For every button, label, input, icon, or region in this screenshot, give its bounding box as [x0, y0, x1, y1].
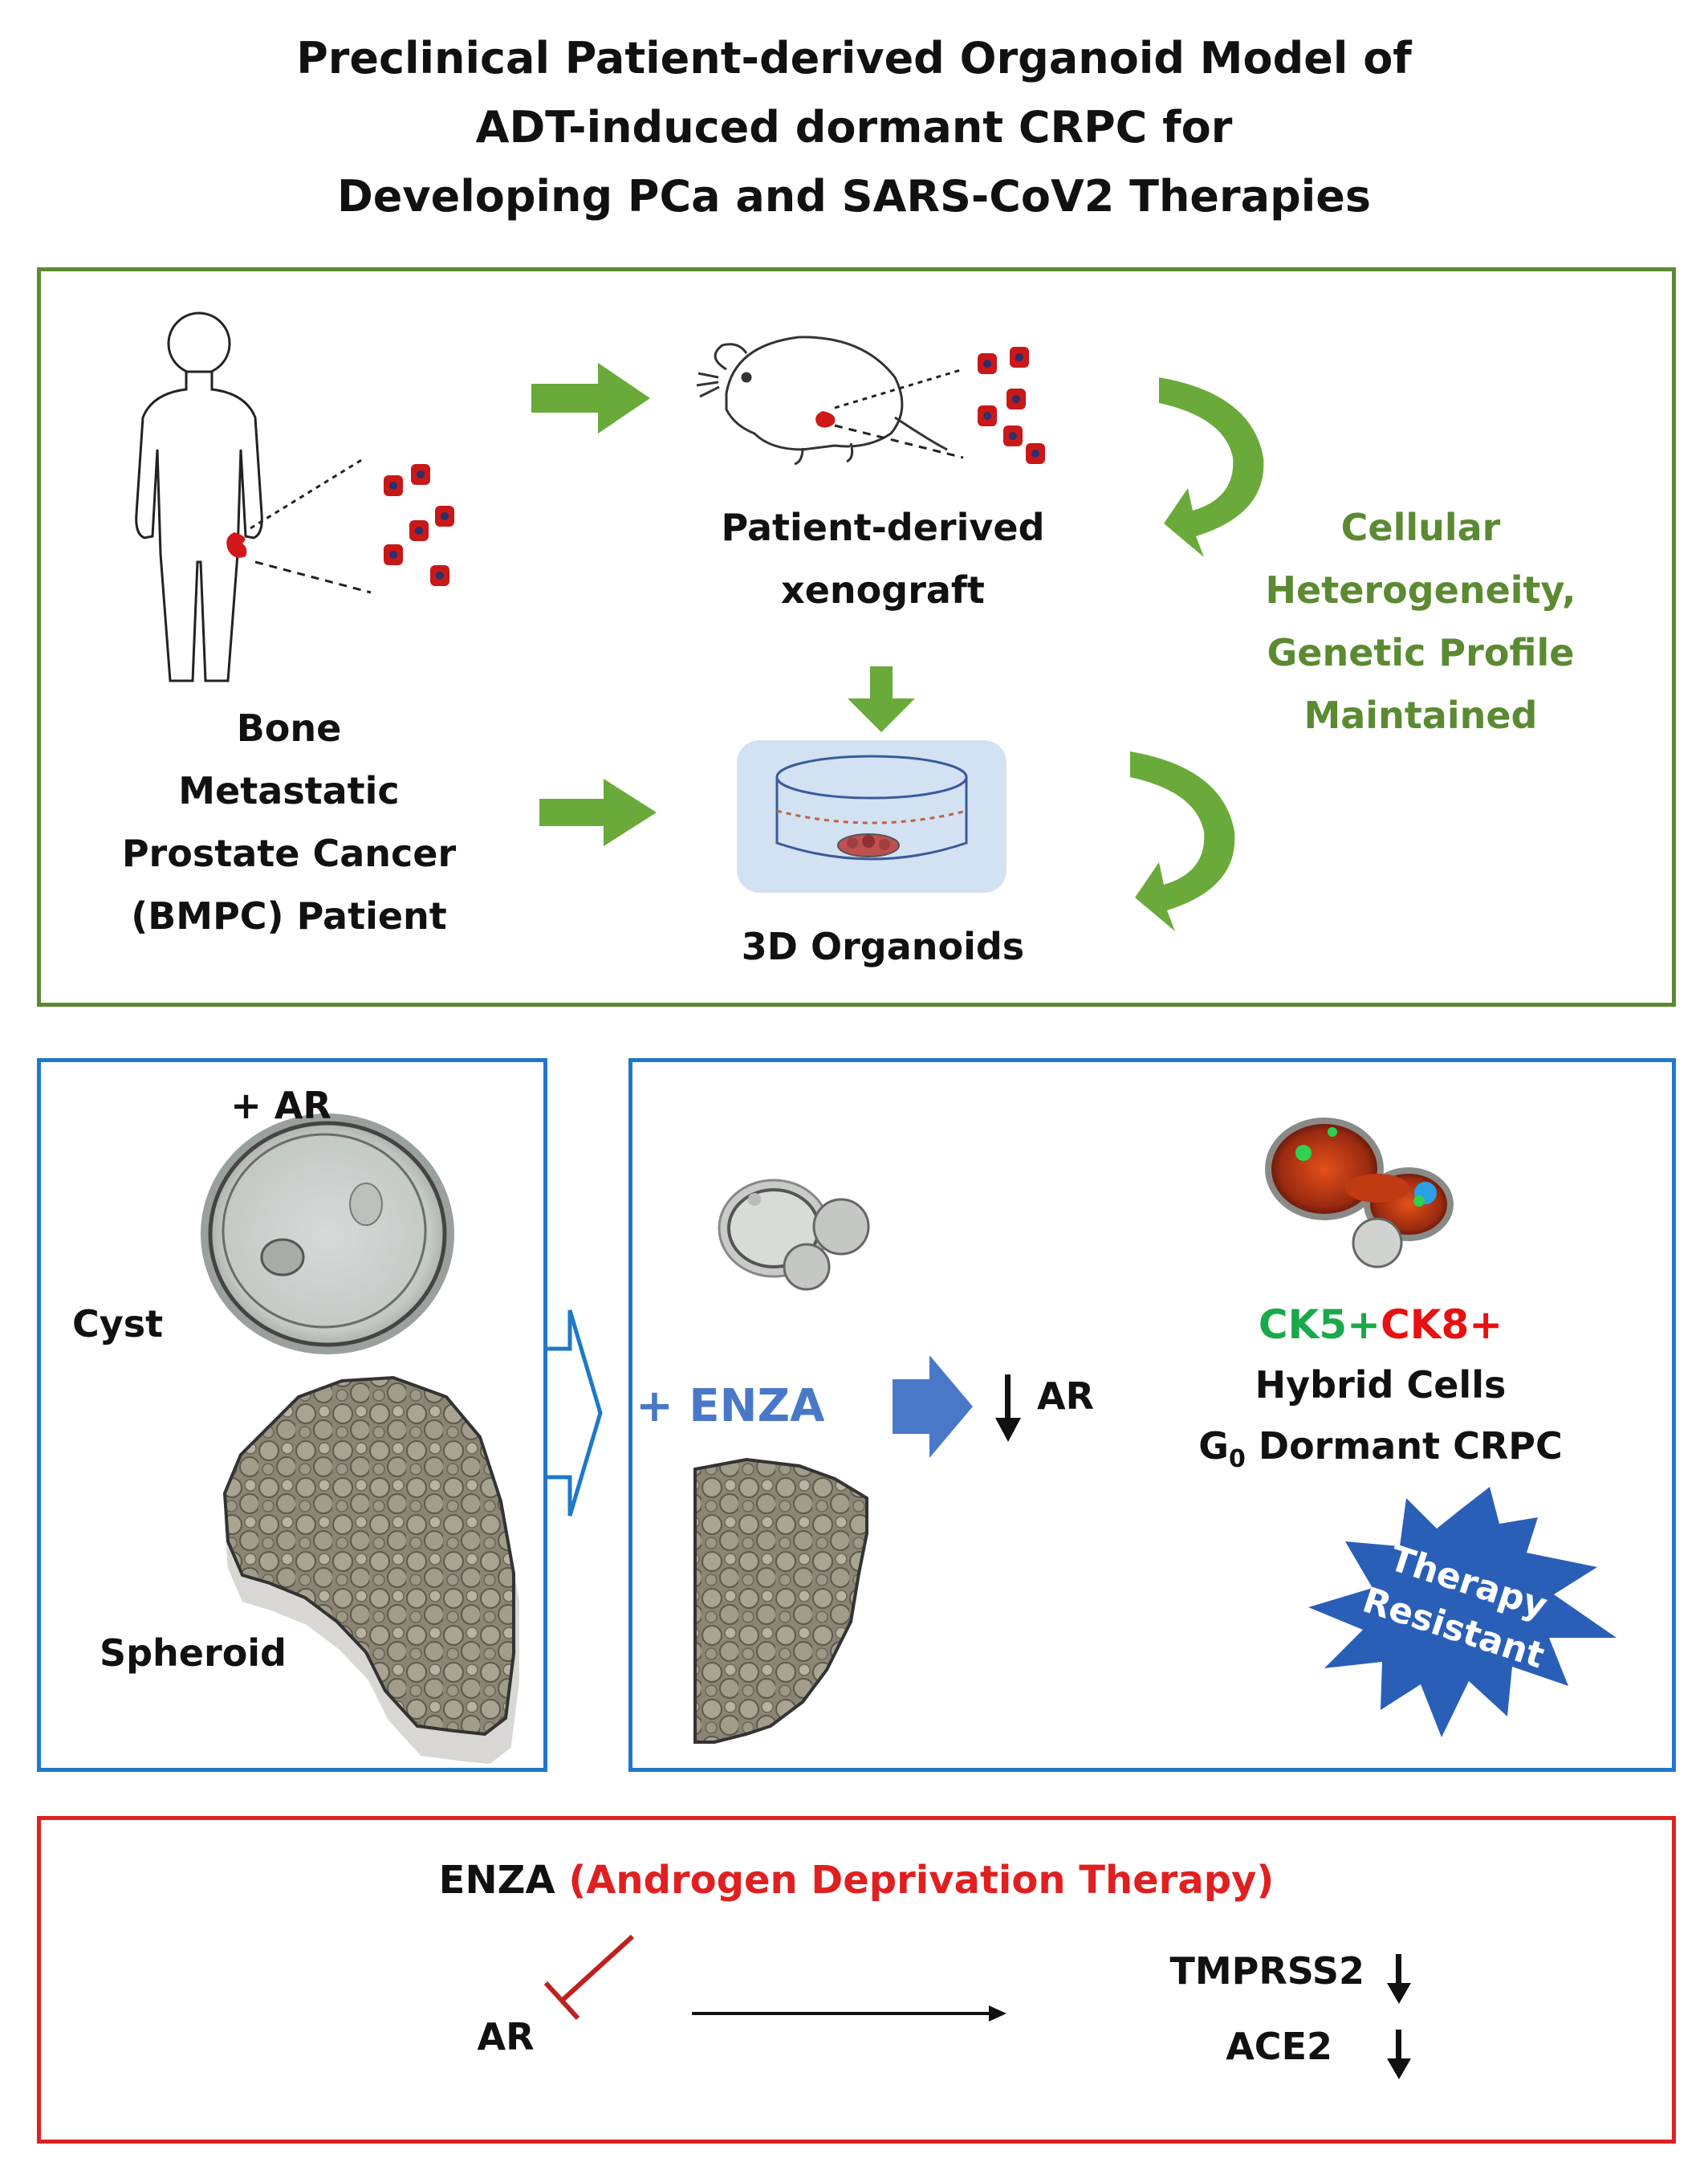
maintained-label: Cellular Heterogeneity, Genetic Profile … [1220, 496, 1621, 747]
spheroid-image-icon [222, 1375, 519, 1765]
adt-subheading: (Androgen Deprivation Therapy) [568, 1858, 1275, 1903]
tmprss2-down-arrow-icon [1387, 1954, 1411, 2004]
enza-heading: ENZA [438, 1858, 555, 1903]
title-line-3: Developing PCa and SARS-CoV2 Therapies [336, 171, 1372, 222]
ar-inhibition-icon [543, 1934, 635, 2021]
patient-label-line-1: Bone [236, 706, 342, 750]
fluorescent-cells-image-icon [1265, 1116, 1461, 1285]
down-ar-label: AR [1037, 1374, 1095, 1418]
enza-treatment-panel [628, 1058, 1676, 1772]
ar-target-label: AR [477, 2015, 535, 2058]
arrow-to-xenograft-icon [531, 363, 650, 434]
cyst-image-icon [201, 1114, 454, 1354]
ar-down-arrow-icon [995, 1374, 1021, 1442]
xenograft-label-line-1: Patient-derived [721, 506, 1045, 549]
xenograft-cells-icon [978, 347, 1045, 464]
figure-title: Preclinical Patient-derived Organoid Mod… [0, 24, 1708, 231]
ace2-down-arrow-icon [1387, 2030, 1411, 2079]
xenograft-tumor-icon [815, 411, 836, 428]
open-arrow-icon [547, 1309, 603, 1517]
title-line-1: Preclinical Patient-derived Organoid Mod… [296, 33, 1412, 83]
ace2-label: ACE2 [1226, 2025, 1332, 2068]
spheroid-label: Spheroid [100, 1631, 287, 1675]
organoid-dish-background [737, 740, 1007, 893]
patient-label: Bone Metastatic Prostate Cancer (BMPC) P… [88, 697, 490, 947]
tumor-cells-icon [384, 464, 454, 586]
organoid-phenotype-panel [37, 1058, 547, 1772]
treated-spheroid-image-icon [693, 1457, 868, 1744]
organoids-label: 3D Organoids [741, 925, 1025, 968]
arrow-to-organoids-icon [539, 779, 657, 846]
title-line-2: ADT-induced dormant CRPC for [475, 102, 1233, 153]
dormant-crpc-label: Dormant CRPC [1245, 1424, 1563, 1468]
enza-label: + ENZA [636, 1380, 825, 1432]
xenograft-label-line-2: xenograft [781, 568, 985, 612]
patient-label-line-4: (BMPC) Patient [131, 894, 447, 938]
ck8-label: CK8+ [1381, 1301, 1503, 1348]
mouse-icon [696, 336, 948, 466]
patient-label-line-3: Prostate Cancer [121, 832, 457, 875]
human-figure-icon [135, 311, 263, 682]
derivation-panel [37, 267, 1676, 1007]
g0-dormant-label: G0 Dormant CRPC [1156, 1415, 1605, 1491]
maintained-label-line-4: Maintained [1303, 694, 1538, 737]
maintained-label-line-1: Cellular [1340, 506, 1501, 549]
organoid-icon [837, 833, 900, 857]
plus-ar-label: + AR [230, 1084, 331, 1127]
maintained-label-line-2: Heterogeneity, [1265, 568, 1576, 612]
treated-organoid-image-icon [718, 1179, 870, 1291]
therapy-resistant-burst-icon [1308, 1487, 1616, 1737]
g0-main: G [1198, 1424, 1229, 1468]
tumor-site-icon [226, 532, 247, 558]
arrow-down-icon [848, 666, 915, 732]
curved-arrow-upper-icon [1159, 377, 1264, 557]
ck5-label: CK5+ [1258, 1301, 1381, 1348]
maintained-label-line-3: Genetic Profile [1267, 631, 1575, 674]
g0-subscript: 0 [1229, 1445, 1246, 1474]
petri-dish-icon [775, 755, 968, 861]
cyst-label: Cyst [72, 1302, 164, 1346]
enza-arrow-icon [893, 1355, 973, 1458]
hybrid-cells-label: Hybrid Cells [1255, 1363, 1507, 1407]
adt-mechanism-panel [37, 1816, 1676, 2144]
pathway-arrow-icon [692, 2005, 1007, 2022]
ck-markers-label: CK5+CK8+ [1156, 1293, 1605, 1357]
curved-arrow-lower-icon [1130, 751, 1235, 931]
tmprss2-label: TMPRSS2 [1169, 1949, 1365, 1993]
xenograft-label: Patient-derived xenograft [682, 496, 1084, 621]
patient-label-line-2: Metastatic [178, 769, 400, 812]
adt-heading: ENZA (Androgen Deprivation Therapy) [37, 1848, 1676, 1912]
